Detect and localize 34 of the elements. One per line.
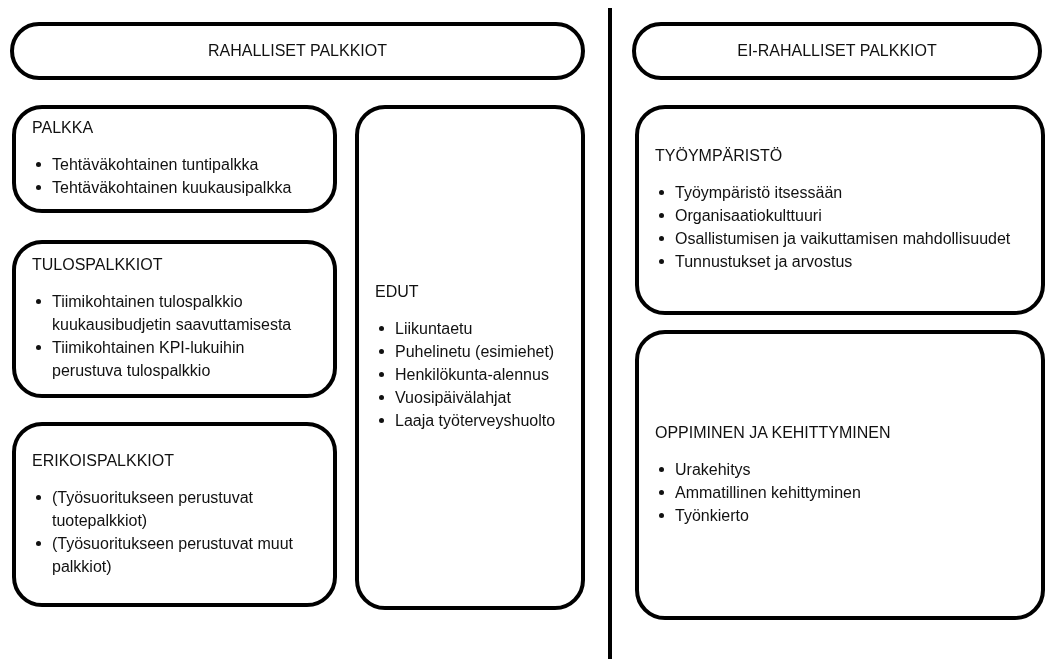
category-box	[635, 105, 1045, 315]
category-box	[12, 240, 337, 398]
bullet-item: Puhelinetu (esimiehet)	[395, 343, 555, 360]
header-title: EI-RAHALLISET PALKKIOT	[737, 42, 937, 60]
box-heading: TYÖYMPÄRISTÖ	[655, 147, 784, 165]
bullet-item: Työnkierto	[675, 506, 749, 524]
header-box	[10, 22, 585, 80]
box-heading: PALKKA	[32, 119, 95, 137]
bullet-item: Tunnustukset ja arvostus	[675, 253, 853, 270]
bullet-item: Urakehitys	[675, 460, 751, 478]
bullet-item: Liikuntaetu	[395, 320, 473, 337]
box-heading: TULOSPALKKIOT	[32, 256, 164, 274]
category-box	[12, 422, 337, 607]
bullet-item: Tiimikohtainen tulospalkkio kuukausibudjetin saavuttamisesta	[52, 293, 292, 333]
bullet-item: Työympäristö itsessään	[675, 184, 843, 201]
box-heading: OPPIMINEN JA KEHITTYMINEN	[655, 423, 892, 442]
header-title: RAHALLISET PALKKIOT	[208, 42, 387, 60]
bullet-item: Henkilökunta-alennus	[395, 366, 549, 383]
category-box	[355, 105, 585, 610]
bullet-item: Ammatillinen kehittyminen	[675, 483, 861, 501]
bullet-item: Osallistumisen ja vaikuttamisen mahdollisuudet	[675, 230, 1011, 247]
bullet-item: Organisaatiokulttuuri	[675, 207, 822, 224]
bullet-item: Vuosipäivälahjat	[395, 389, 511, 406]
bullet-item: (Työsuoritukseen perustuvat tuotepalkkiot)	[52, 488, 253, 529]
bullet-item: Laaja työterveyshuolto	[395, 412, 556, 429]
bullet-item: Tiimikohtainen KPI-lukuihin perustuva tulospalkkio	[52, 339, 245, 379]
bullet-item: Tehtäväkohtainen kuukausipalkka	[52, 179, 292, 196]
box-heading: ERIKOISPALKKIOT	[32, 451, 175, 470]
header-box	[632, 22, 1042, 80]
category-box	[635, 330, 1045, 620]
box-heading: EDUT	[375, 283, 420, 301]
bullet-item: Tehtäväkohtainen tuntipalkka	[52, 156, 259, 173]
category-box	[12, 105, 337, 213]
bullet-item: (Työsuoritukseen perustuvat muut palkkiot)	[52, 534, 293, 575]
